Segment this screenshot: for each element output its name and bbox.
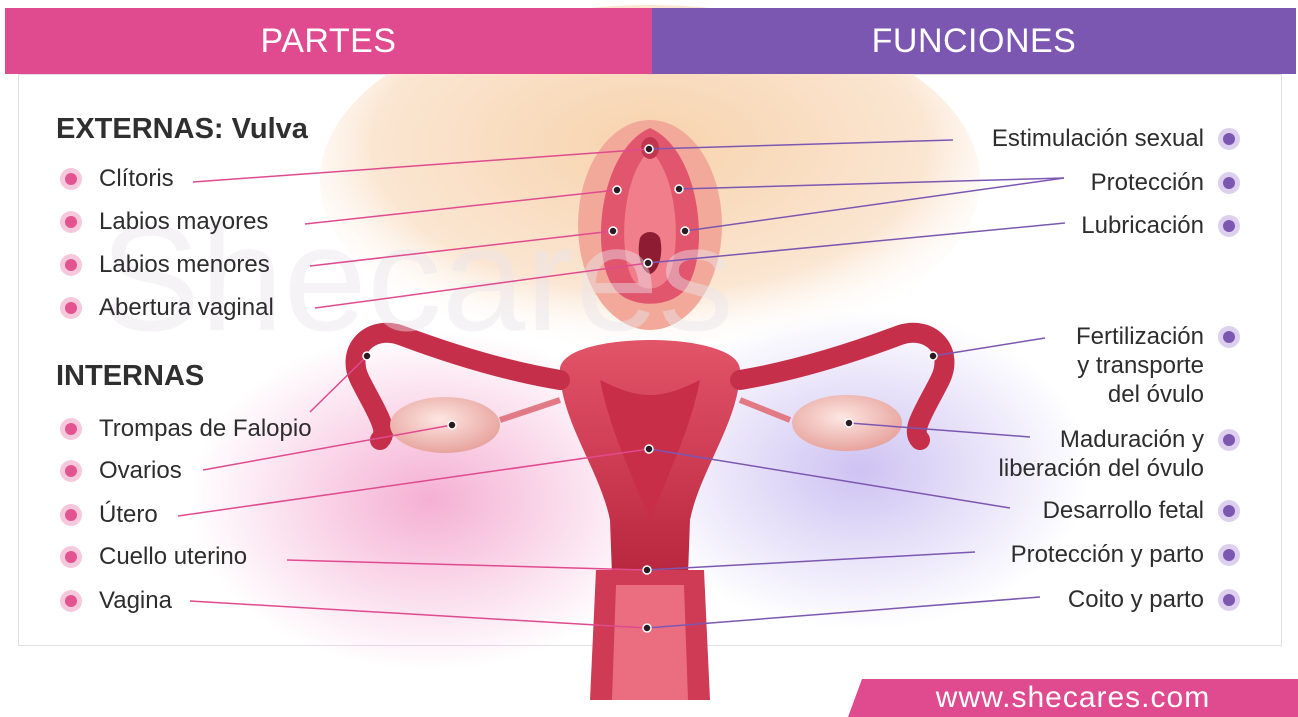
part-item-labios-menores: Labios menores (60, 250, 270, 280)
part-item-labios-mayores: Labios mayores (60, 207, 268, 237)
part-label: Útero (99, 501, 158, 529)
function-label: Lubricación (1081, 211, 1204, 240)
part-item-cuello-uterino: Cuello uterino (60, 542, 247, 572)
function-item-desarrollo-fetal: Desarrollo fetal (1043, 496, 1240, 525)
purple-bullet-icon (1218, 589, 1240, 611)
vulva-label: Vulva (232, 113, 308, 145)
purple-bullet-icon (1218, 326, 1240, 348)
part-item-abertura-vaginal: Abertura vaginal (60, 293, 274, 323)
pink-bullet-icon (60, 590, 82, 612)
function-item-proteccion-parto: Protección y parto (1011, 540, 1240, 569)
function-label: Protección (1091, 168, 1204, 197)
function-label: Desarrollo fetal (1043, 496, 1204, 525)
pink-bullet-icon (60, 168, 82, 190)
function-item-coito-parto: Coito y parto (1068, 585, 1240, 614)
purple-bullet-icon (1218, 128, 1240, 150)
part-label: Labios mayores (99, 208, 268, 236)
function-label: Fertilización y transporte del óvulo (1076, 322, 1204, 409)
pink-bullet-icon (60, 460, 82, 482)
footer-url[interactable]: www.shecares.com (936, 681, 1210, 715)
footer-url-banner[interactable]: www.shecares.com (848, 679, 1298, 717)
part-label: Ovarios (99, 457, 182, 485)
part-label: Abertura vaginal (99, 294, 274, 322)
part-label: Cuello uterino (99, 543, 247, 571)
part-item-ovarios: Ovarios (60, 456, 182, 486)
part-label: Trompas de Falopio (99, 415, 312, 443)
pink-bullet-icon (60, 211, 82, 233)
function-label: Protección y parto (1011, 540, 1204, 569)
header-partes: PARTES (5, 8, 652, 74)
function-item-estimulacion: Estimulación sexual (992, 124, 1240, 153)
pink-bullet-icon (60, 254, 82, 276)
purple-bullet-icon (1218, 544, 1240, 566)
part-item-clitoris: Clítoris (60, 164, 174, 194)
purple-bullet-icon (1218, 172, 1240, 194)
function-label: Coito y parto (1068, 585, 1204, 614)
part-item-vagina: Vagina (60, 586, 172, 616)
function-item-fertilizacion: Fertilización y transporte del óvulo (1076, 322, 1240, 409)
externas-label: EXTERNAS: (56, 113, 224, 145)
purple-bullet-icon (1218, 500, 1240, 522)
part-label: Labios menores (99, 251, 270, 279)
pink-bullet-icon (60, 418, 82, 440)
purple-bullet-icon (1218, 429, 1240, 451)
part-label: Clítoris (99, 165, 174, 193)
function-label: Maduración y liberación del óvulo (999, 425, 1204, 483)
internas-heading: INTERNAS (56, 360, 204, 393)
header-funciones: FUNCIONES (652, 8, 1296, 74)
part-label: Vagina (99, 587, 172, 615)
function-item-lubricacion: Lubricación (1081, 211, 1240, 240)
function-label: Estimulación sexual (992, 124, 1204, 153)
function-item-proteccion: Protección (1091, 168, 1240, 197)
pink-bullet-icon (60, 297, 82, 319)
pink-bullet-icon (60, 546, 82, 568)
part-item-utero: Útero (60, 500, 158, 530)
purple-bullet-icon (1218, 215, 1240, 237)
externas-heading: EXTERNAS: Vulva (56, 113, 308, 146)
function-item-maduracion: Maduración y liberación del óvulo (999, 425, 1240, 483)
part-item-trompas: Trompas de Falopio (60, 414, 312, 444)
pink-bullet-icon (60, 504, 82, 526)
